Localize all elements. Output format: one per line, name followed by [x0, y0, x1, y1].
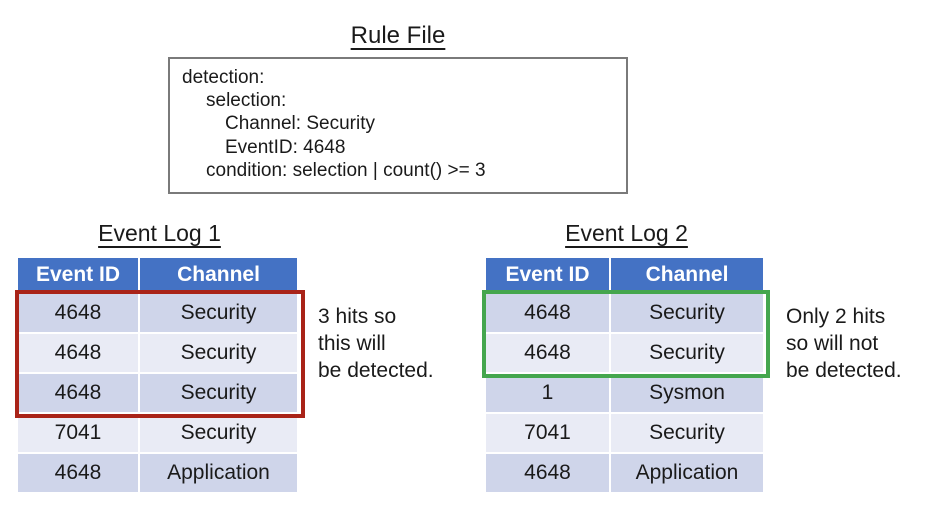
annotation-line: Only 2 hits [786, 305, 886, 328]
event-id-cell: 7041 [486, 414, 609, 452]
rule-file-title: Rule File [350, 22, 446, 49]
column-header-channel: Channel [611, 258, 763, 292]
table-header-row: Event ID Channel [18, 258, 297, 292]
annotation-line: this will [318, 332, 386, 355]
channel-cell: Application [140, 454, 297, 492]
event-log-1-table: Event ID Channel 4648 Security 4648 Secu… [16, 256, 299, 494]
annotation-line: so will not [786, 332, 879, 355]
table-row: 7041 Security [486, 414, 763, 452]
table-row: 4648 Security [486, 294, 763, 332]
table-header-row: Event ID Channel [486, 258, 763, 292]
event-log-1-title: Event Log 1 [98, 220, 221, 246]
not-detected-annotation: Only 2 hits so will not be detected. [786, 303, 902, 384]
channel-cell: Security [140, 294, 297, 332]
code-line-condition: condition: selection | count() >= 3 [206, 159, 486, 181]
table-row: 1 Sysmon [486, 374, 763, 412]
detected-annotation: 3 hits so this will be detected. [318, 303, 434, 384]
event-id-cell: 7041 [18, 414, 138, 452]
table-row: 7041 Security [18, 414, 297, 452]
event-id-cell: 4648 [18, 454, 138, 492]
channel-cell: Security [140, 414, 297, 452]
channel-cell: Security [611, 334, 763, 372]
channel-cell: Security [140, 374, 297, 412]
channel-cell: Security [611, 294, 763, 332]
event-log-2-table: Event ID Channel 4648 Security 4648 Secu… [484, 256, 765, 494]
column-header-event-id: Event ID [18, 258, 138, 292]
event-id-cell: 4648 [486, 294, 609, 332]
code-line-channel: Channel: Security [225, 113, 375, 135]
table-row: 4648 Application [18, 454, 297, 492]
table-row: 4648 Security [18, 294, 297, 332]
event-id-cell: 1 [486, 374, 609, 412]
event-id-cell: 4648 [486, 334, 609, 372]
channel-cell: Security [140, 334, 297, 372]
table-row: 4648 Application [486, 454, 763, 492]
code-line-detection: detection: [182, 67, 265, 88]
event-id-cell: 4648 [18, 334, 138, 372]
event-id-cell: 4648 [18, 374, 138, 412]
table-row: 4648 Security [18, 374, 297, 412]
code-line-eventid: EventID: 4648 [225, 136, 346, 158]
event-id-cell: 4648 [486, 454, 609, 492]
event-log-2-title: Event Log 2 [565, 220, 688, 246]
code-line-selection: selection: [206, 90, 287, 112]
annotation-line: 3 hits so [318, 305, 397, 328]
channel-cell: Sysmon [611, 374, 763, 412]
column-header-event-id: Event ID [486, 258, 609, 292]
annotation-line: be detected. [786, 359, 902, 382]
channel-cell: Security [611, 414, 763, 452]
rule-file-code-box: detection: selection: Channel: Security … [168, 57, 628, 194]
column-header-channel: Channel [140, 258, 297, 292]
annotation-line: be detected. [318, 359, 434, 382]
channel-cell: Application [611, 454, 763, 492]
table-row: 4648 Security [18, 334, 297, 372]
table-row: 4648 Security [486, 334, 763, 372]
event-id-cell: 4648 [18, 294, 138, 332]
